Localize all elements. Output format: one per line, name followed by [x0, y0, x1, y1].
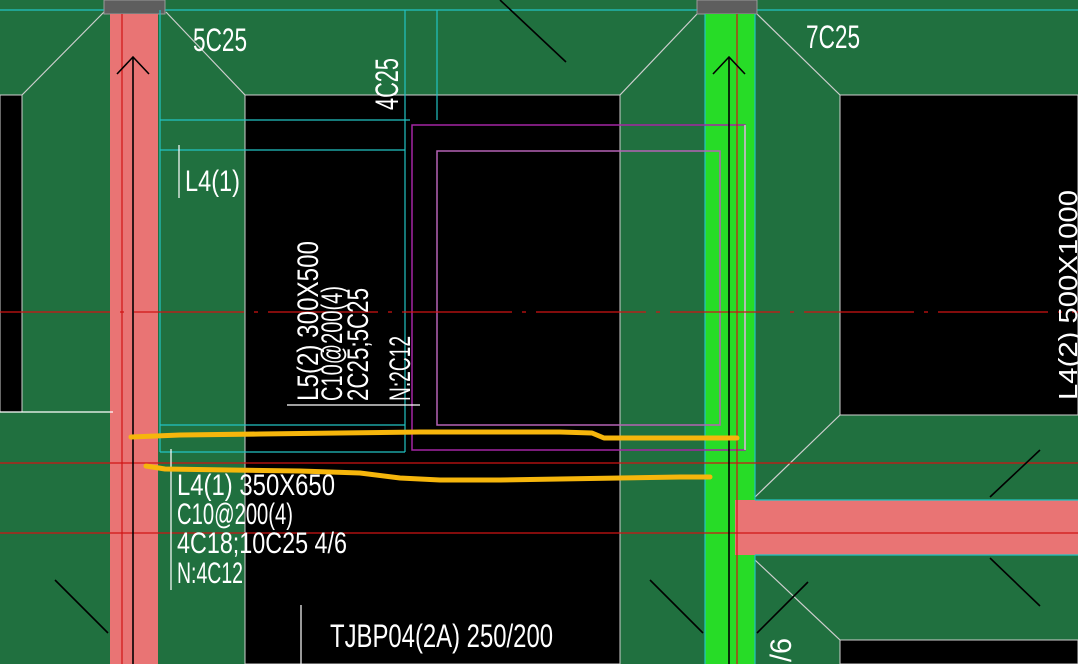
- chamfer-top-right-b: [756, 13, 841, 96]
- axis-lines: [0, 14, 1078, 664]
- leader-lines: [0, 145, 420, 664]
- diagonal-bottom-left: [54, 579, 109, 634]
- chamfer-top-left-a: [21, 11, 105, 96]
- cyan-outlines: [0, 9, 1078, 664]
- column-caps: [103, 0, 758, 15]
- beam-band-left-pink: [110, 14, 158, 664]
- beam-band-right-highlight: [705, 14, 755, 664]
- diagonal-top-center: [499, 0, 567, 63]
- beam-l4-line-4: N:4C12: [177, 557, 243, 590]
- markup-strokes: [128, 429, 740, 483]
- beam-outline-inner: [436, 150, 721, 426]
- opening-center: [244, 94, 621, 664]
- diagonal-right-upper: [989, 449, 1041, 498]
- chamfer-top-left-b: [165, 11, 246, 96]
- opening-right-lower: [839, 639, 1078, 664]
- slab-tag: TJBP04(2A) 250/200: [330, 618, 553, 654]
- openings-fill: [0, 94, 1078, 664]
- chamfer-top-right-a: [619, 13, 698, 96]
- opening-left: [0, 94, 23, 413]
- beam-l4-line-2: C10@200(4): [177, 498, 293, 531]
- markup-stroke-lower: [143, 463, 713, 483]
- openings: [0, 94, 1078, 664]
- beam-band-horizontal-pink: [735, 500, 1078, 555]
- arrow-up-icon: [116, 55, 150, 75]
- beam-l5-line-3: 2C25;5C25: [342, 288, 375, 401]
- rebar-label-top-left: 5C25: [193, 22, 247, 58]
- beam-l4-line-1: L4(1) 350X650: [177, 469, 335, 502]
- beam-l4-line-3: 4C18;10C25 4/6: [177, 527, 347, 560]
- chamfer-lines: [21, 11, 841, 641]
- annotation-text: 5C25 7C25 4C25 L4(1) L5(2) 300X500 C10@2…: [177, 19, 1078, 662]
- beam-l5-line-1: L5(2) 300X500: [292, 241, 325, 401]
- chamfer-right-mid-lower: [754, 559, 841, 641]
- right-edge-tag: L4(2) 500X1000: [1053, 190, 1078, 400]
- arrow-up-icon: [712, 55, 746, 75]
- column-cap-right: [696, 0, 758, 15]
- black-lines: [54, 0, 1041, 664]
- diagonal-bottom-center: [649, 579, 704, 634]
- beam-l4-tag: L4(1): [185, 165, 240, 198]
- column-cap-left: [103, 0, 166, 15]
- rebar-label-top-right: 7C25: [806, 19, 860, 55]
- diagonal-right-lower: [989, 557, 1041, 607]
- markup-stroke-upper: [128, 429, 740, 441]
- opening-right-upper: [839, 94, 1078, 416]
- rebar-label-vertical: 4C25: [369, 58, 405, 110]
- beam-l5-line-4: N:2C12: [384, 336, 417, 401]
- chamfer-right-mid-upper: [754, 414, 841, 498]
- beam-l5-line-2: C10@200(4): [316, 286, 349, 401]
- diagonal-bottom-right: [756, 581, 809, 634]
- bottom-edge-tag: /6: [765, 638, 798, 662]
